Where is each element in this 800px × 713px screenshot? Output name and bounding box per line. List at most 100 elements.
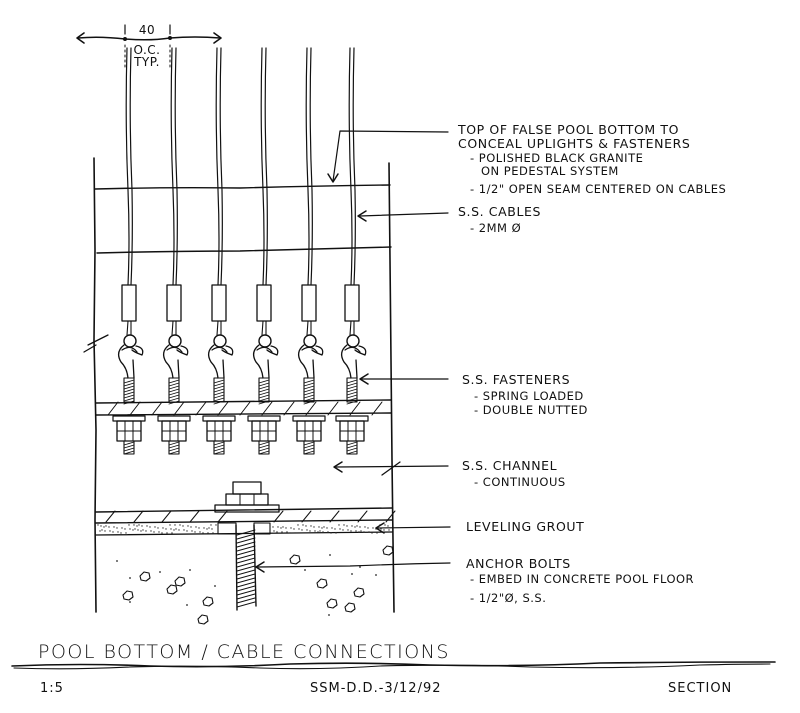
callout-anchor-note-2: - 1/2"Ø, S.S.	[470, 591, 546, 605]
cable-assemblies	[112, 47, 369, 455]
washer	[157, 415, 191, 422]
rod-end	[123, 440, 135, 455]
drawing-scale: 1:5	[40, 681, 64, 696]
ss-cable	[170, 47, 175, 286]
threaded-rod	[303, 377, 315, 405]
aggregate-stone	[122, 590, 134, 601]
callout-false-bottom-title-2: CONCEAL UPLIGHTS & FASTENERS	[458, 136, 690, 151]
cable-assembly	[157, 47, 191, 455]
false-pool-bottom-line	[94, 184, 391, 190]
double-nut	[206, 420, 232, 442]
ss-channel-lower	[95, 507, 396, 524]
eye-hook	[123, 334, 137, 348]
aggregate-stone	[139, 571, 151, 582]
ss-cable	[215, 47, 220, 286]
callout-anchor-note-1: - EMBED IN CONCRETE POOL FLOOR	[470, 572, 694, 586]
threaded-rod	[346, 377, 358, 405]
callout-cables: S.S. CABLES - 2MM Ø	[458, 204, 541, 235]
eye-hook	[346, 334, 360, 348]
double-nut	[251, 420, 277, 442]
double-nut	[296, 420, 322, 442]
cable-assembly	[292, 47, 326, 455]
callout-anchor: ANCHOR BOLTS - EMBED IN CONCRETE POOL FL…	[466, 556, 694, 605]
callout-fasteners-note-2: - DOUBLE NUTTED	[474, 403, 588, 417]
drawing-view: SECTION	[668, 681, 732, 696]
leader-grout	[375, 522, 451, 534]
eye-hook	[303, 334, 317, 348]
aggregate-stone	[344, 602, 356, 613]
callout-anchor-title: ANCHOR BOLTS	[466, 556, 571, 571]
drawing-title: POOL BOTTOM / CABLE CONNECTIONS	[38, 641, 450, 663]
washer	[292, 415, 326, 422]
callout-false-bottom-note-2: - 1/2" OPEN SEAM CENTERED ON CABLES	[470, 182, 726, 196]
callout-false-bottom-title-1: TOP OF FALSE POOL BOTTOM TO	[457, 122, 679, 137]
aggregate-stone	[197, 614, 209, 625]
washer	[202, 415, 236, 422]
cable-assembly	[247, 47, 281, 455]
ss-cable	[125, 47, 130, 286]
double-nut	[339, 420, 365, 442]
eye-hook	[213, 334, 227, 348]
aggregate-stone	[174, 576, 186, 587]
ss-channel-upper	[95, 399, 392, 416]
cable-ferrule	[256, 284, 272, 322]
eye-hook	[168, 334, 182, 348]
drawing-author-date: SSM-D.D.-3/12/92	[310, 681, 442, 696]
washer	[112, 415, 146, 422]
callout-grout-title: LEVELING GROUT	[466, 519, 584, 534]
rod-end	[346, 440, 358, 455]
callout-fasteners: S.S. FASTENERS - SPRING LOADED - DOUBLE …	[462, 372, 588, 417]
pool-wall-left	[93, 157, 97, 613]
callout-channel: S.S. CHANNEL - CONTINUOUS	[462, 458, 566, 489]
callout-cables-note-1: - 2MM Ø	[470, 221, 521, 235]
callout-channel-title: S.S. CHANNEL	[462, 458, 557, 473]
center-bolt-nut	[214, 481, 280, 513]
rod-end	[303, 440, 315, 455]
callout-false-bottom-note-1b: ON PEDESTAL SYSTEM	[481, 164, 619, 178]
eye-hook	[258, 334, 272, 348]
cable-ferrule	[344, 284, 360, 322]
cable-ferrule	[211, 284, 227, 322]
ss-cable	[348, 47, 353, 286]
leader-anchor	[255, 561, 451, 573]
break-marks	[83, 334, 401, 476]
granite-bottom-line	[96, 246, 392, 254]
double-nut	[116, 420, 142, 442]
dimension-note-oc: O.C.	[134, 43, 161, 57]
leader-fasteners	[359, 373, 449, 385]
aggregate-stone	[289, 554, 301, 565]
leader-cables	[357, 210, 449, 222]
leader-channel	[333, 461, 449, 473]
rod-end	[258, 440, 270, 455]
callout-cables-title: S.S. CABLES	[458, 204, 541, 219]
threaded-rod	[168, 377, 180, 405]
washer	[335, 415, 369, 422]
threaded-rod	[123, 377, 135, 405]
double-nut	[161, 420, 187, 442]
cable-assembly	[335, 47, 369, 455]
callout-fasteners-note-1: - SPRING LOADED	[474, 389, 584, 403]
threaded-rod	[213, 377, 225, 405]
aggregate-stone	[166, 584, 178, 595]
callout-fasteners-title: S.S. FASTENERS	[462, 372, 570, 387]
cable-assembly	[112, 47, 146, 455]
anchor-bolt	[235, 524, 257, 611]
title-underline	[11, 661, 776, 670]
leader-false-bottom	[327, 130, 449, 183]
threaded-rod	[258, 377, 270, 405]
concrete-pool-floor	[116, 545, 394, 625]
ss-cable	[260, 47, 265, 286]
ss-cable	[305, 47, 310, 286]
callout-channel-note-1: - CONTINUOUS	[474, 475, 566, 489]
aggregate-stone	[202, 596, 214, 607]
dimension-value: 40	[139, 23, 155, 37]
aggregate-stone	[326, 598, 338, 609]
callout-false-bottom-note-1a: - POLISHED BLACK GRANITE	[470, 151, 643, 165]
callout-false-bottom: TOP OF FALSE POOL BOTTOM TO CONCEAL UPLI…	[457, 122, 726, 196]
aggregate-stone	[382, 545, 394, 556]
rod-end	[168, 440, 180, 455]
washer	[247, 415, 281, 422]
dimension-note-typ: TYP.	[133, 55, 160, 69]
aggregate-stone	[316, 578, 328, 589]
